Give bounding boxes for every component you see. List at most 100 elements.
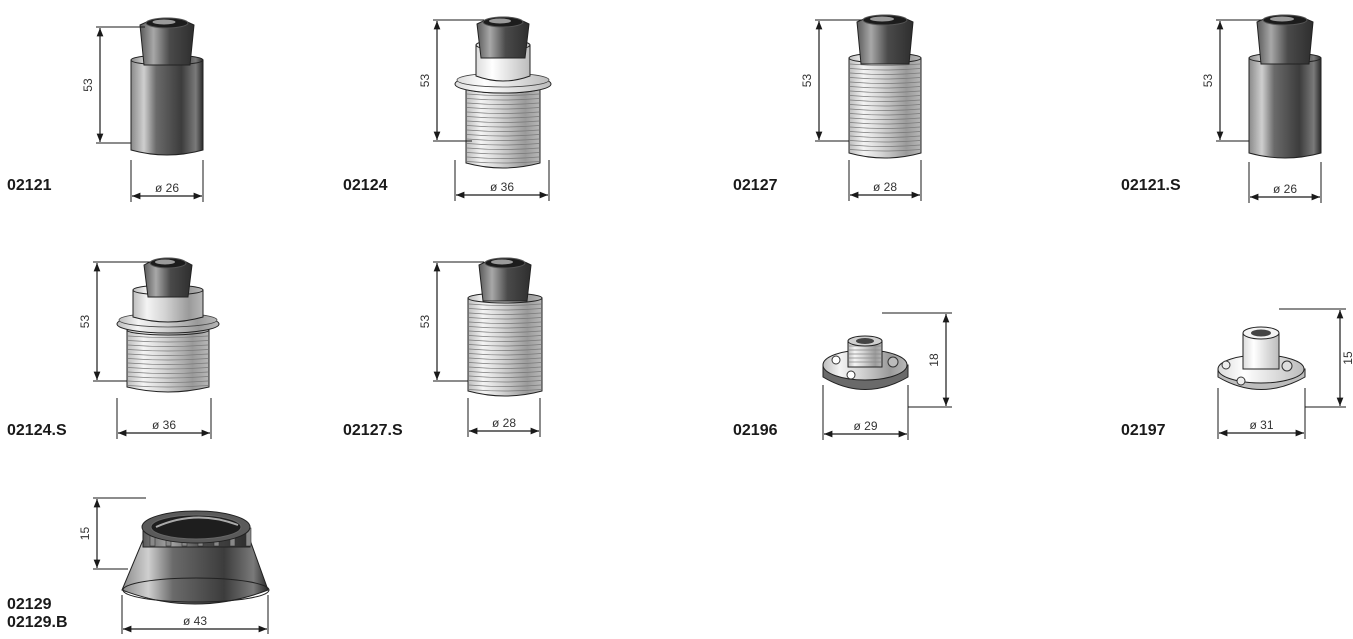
diameter-dimension-label: ø 26 xyxy=(1273,182,1297,196)
height-dimension-label: 53 xyxy=(418,315,432,329)
thread-line xyxy=(849,77,921,80)
diameter-dimension-label: ø 26 xyxy=(155,181,179,195)
product-code-02129: 02129 xyxy=(7,596,52,613)
thread-line xyxy=(849,140,921,143)
ring-opening xyxy=(150,514,242,540)
screw-hole xyxy=(846,370,856,380)
socket-hole-highlight xyxy=(491,259,513,265)
height-dimension-label: 18 xyxy=(927,353,941,367)
thread-line xyxy=(127,349,209,352)
thread-line xyxy=(849,149,921,152)
product-code-02121s: 02121.S xyxy=(1121,177,1181,194)
socket-body xyxy=(465,87,541,169)
thread-line xyxy=(468,317,542,320)
product-code-02196: 02196 xyxy=(733,422,778,439)
product-code-02124s: 02124.S xyxy=(7,422,67,439)
height-dimension-label: 53 xyxy=(81,78,95,92)
thread-line xyxy=(468,380,542,383)
thread-line xyxy=(849,104,921,107)
socket-body xyxy=(130,59,204,156)
screw-hole xyxy=(1221,360,1231,370)
diameter-dimension-label: ø 36 xyxy=(152,418,176,432)
product-code-02197: 02197 xyxy=(1121,422,1166,439)
socket-hole-highlight xyxy=(155,259,175,265)
socket-body xyxy=(848,57,922,159)
thread-line xyxy=(466,138,540,141)
thread-line xyxy=(849,108,921,111)
thread-line xyxy=(127,335,209,338)
thread-line xyxy=(849,126,921,129)
thread-line xyxy=(466,93,540,96)
thread-line xyxy=(468,353,542,356)
height-dimension-label: 53 xyxy=(800,74,814,88)
diameter-dimension-label: ø 31 xyxy=(1249,418,1273,432)
product-code-02129b: 02129.B xyxy=(7,614,68,631)
height-dimension-label: 53 xyxy=(78,315,92,329)
socket-02124-drawing: 53 ø 36 xyxy=(418,16,552,201)
thread-line xyxy=(468,348,542,351)
thread-line xyxy=(466,111,540,114)
thread-line xyxy=(127,371,209,374)
thread-line xyxy=(466,134,540,137)
thread-line xyxy=(468,375,542,378)
screw-head xyxy=(887,356,899,368)
socket-hole-highlight xyxy=(152,19,176,25)
thread-line xyxy=(468,357,542,360)
thread-line xyxy=(468,303,542,306)
socket-02196-drawing: 18 ø 29 xyxy=(822,312,952,440)
thread-line xyxy=(466,129,540,132)
screw-head xyxy=(1281,360,1293,372)
socket-body xyxy=(132,289,204,323)
thread-line xyxy=(849,90,921,93)
ring-skirt-edge xyxy=(122,577,270,603)
base-boss-hole xyxy=(1251,329,1271,337)
height-dimension-label: 53 xyxy=(418,74,432,88)
socket-02197-drawing: 15 ø 31 xyxy=(1217,308,1353,439)
thread-line xyxy=(849,99,921,102)
socket-hole-highlight xyxy=(870,16,894,22)
thread-line xyxy=(466,152,540,155)
thread-line xyxy=(468,362,542,365)
thread-line xyxy=(849,86,921,89)
thread-line xyxy=(468,308,542,311)
thread-line xyxy=(849,68,921,71)
thread-line xyxy=(127,340,209,343)
thread-line xyxy=(849,117,921,120)
socket-02127-drawing: 53ø 28 xyxy=(800,14,922,201)
screw-hole xyxy=(1236,376,1246,386)
diameter-dimension-label: ø 36 xyxy=(490,180,514,194)
thread-line xyxy=(127,376,209,379)
thread-line xyxy=(849,135,921,138)
thread-line xyxy=(849,113,921,116)
diameter-dimension-label: ø 43 xyxy=(183,614,207,628)
thread-line xyxy=(127,353,209,356)
product-code-02121: 02121 xyxy=(7,177,52,194)
socket-02121-drawing: 53 ø 26 xyxy=(81,17,204,202)
socket-hole-highlight xyxy=(1270,16,1294,22)
thread-line xyxy=(466,107,540,110)
thread-line xyxy=(468,366,542,369)
thread-line xyxy=(466,143,540,146)
thread-line xyxy=(849,72,921,75)
thread-line xyxy=(468,371,542,374)
ring-thread-highlight xyxy=(155,516,239,528)
thread-line xyxy=(127,380,209,383)
thread-line xyxy=(849,81,921,84)
height-dimension-label: 15 xyxy=(1341,351,1353,365)
thread-line xyxy=(849,144,921,147)
socket-hole-highlight xyxy=(489,18,511,24)
thread-line xyxy=(849,63,921,66)
thread-line xyxy=(468,384,542,387)
thread-line xyxy=(468,339,542,342)
thread-line xyxy=(466,116,540,119)
thread-line xyxy=(849,122,921,125)
thread-line xyxy=(849,95,921,98)
socket-02121s-drawing: 53ø 26 xyxy=(1201,14,1322,203)
thread-line xyxy=(849,131,921,134)
thread-line xyxy=(466,120,540,123)
thread-line xyxy=(466,147,540,150)
thread-line xyxy=(127,344,209,347)
diameter-dimension-label: ø 29 xyxy=(853,419,877,433)
base-boss-hole xyxy=(856,338,874,344)
